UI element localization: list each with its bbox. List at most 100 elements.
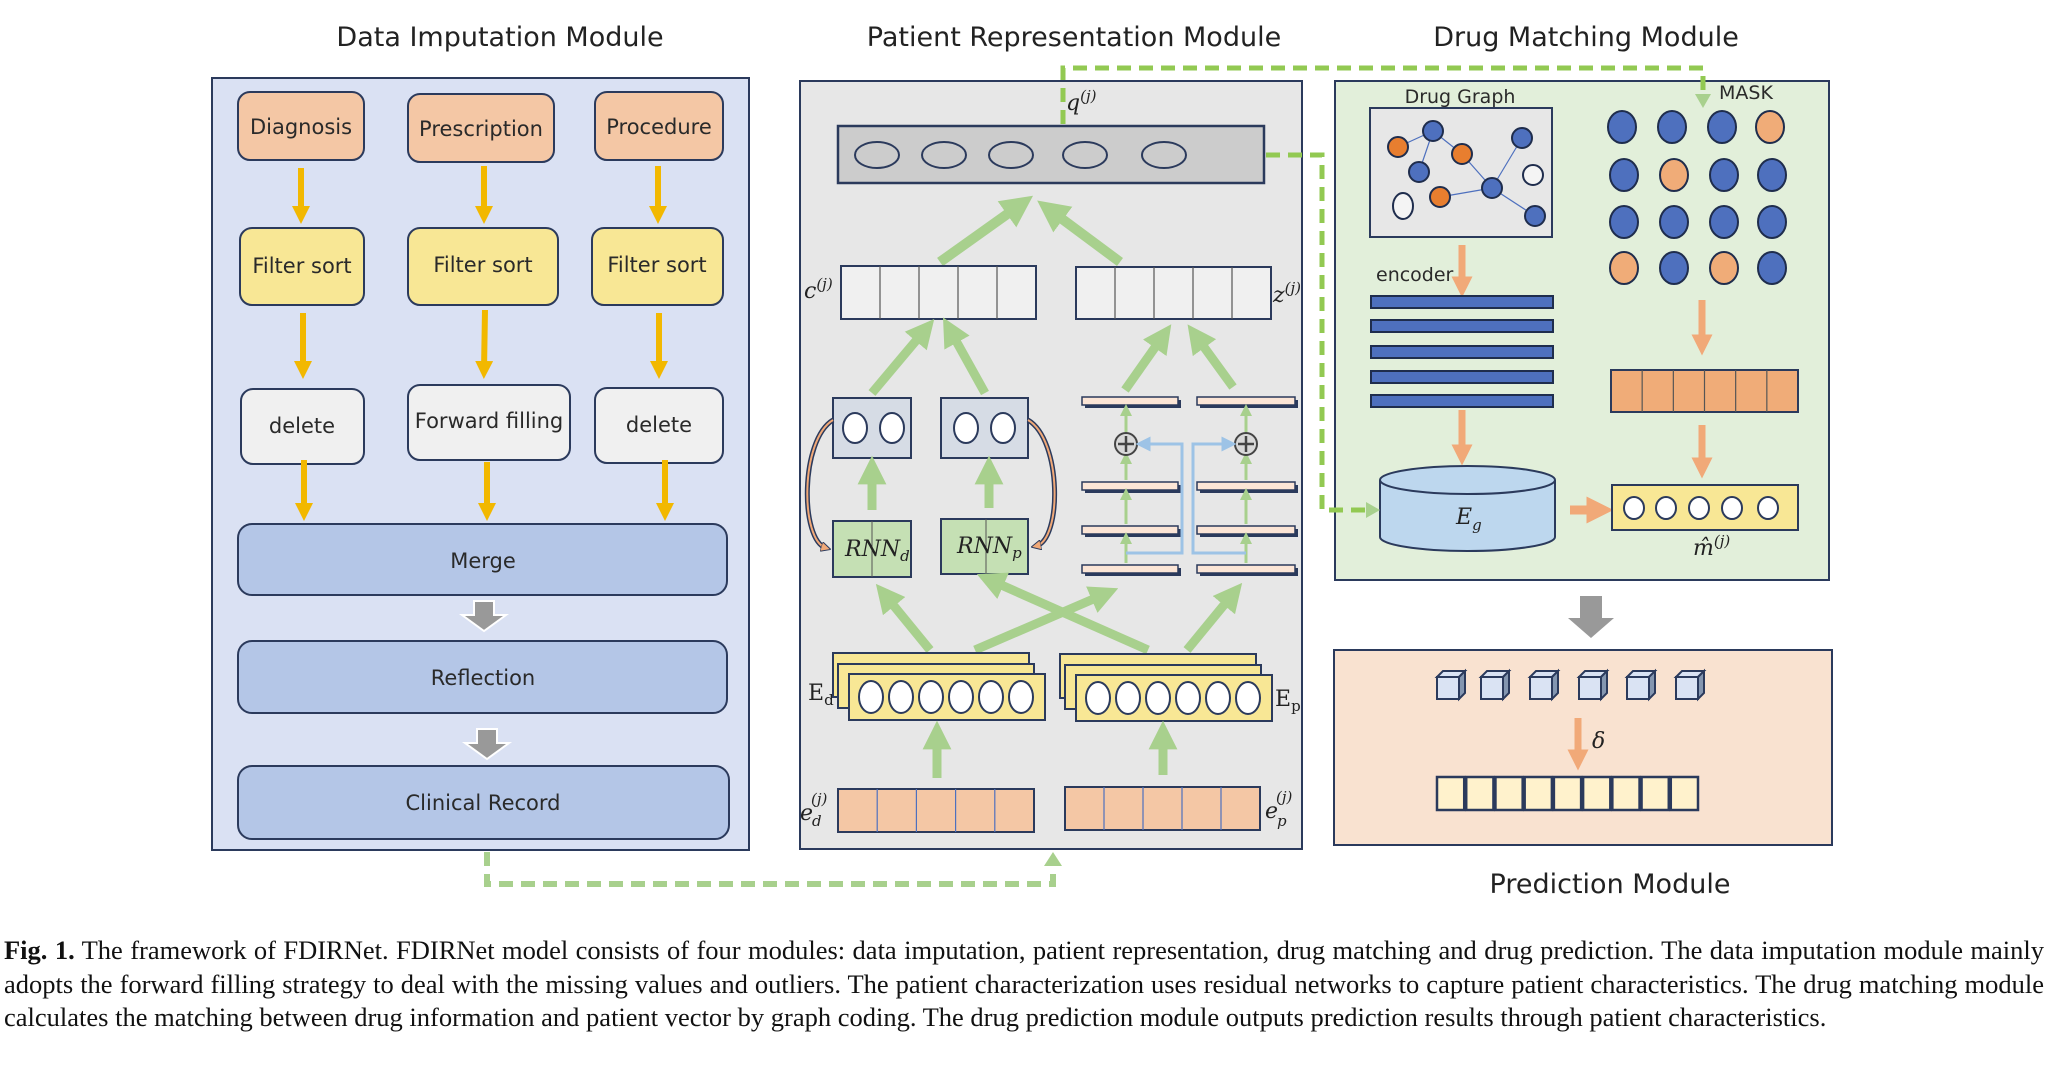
mask-node [1659, 251, 1689, 285]
treatment-label: Forward filling [415, 409, 564, 433]
embedding-node [948, 680, 974, 714]
recurrent-arrow-d-inner [806, 419, 834, 548]
m-hat-node [1655, 496, 1677, 520]
encoder-layer [1370, 394, 1554, 408]
mask-node [1707, 110, 1737, 144]
source-label: Diagnosis [250, 115, 352, 139]
encoder-layer [1370, 370, 1554, 384]
mask-node [1609, 251, 1639, 285]
graph-node [1422, 120, 1444, 142]
recurrent-arrow-p-inner [1027, 419, 1056, 546]
embedding-node [1008, 680, 1034, 714]
masked-vector [1610, 369, 1799, 413]
yellow-arrow [475, 309, 494, 379]
rnn-d-box: RNNd [832, 520, 912, 578]
delta-label: δ [1592, 729, 1605, 754]
encoder-layers [1370, 295, 1554, 408]
embedding-stack-p [1059, 653, 1273, 722]
green-arrow [973, 586, 1119, 655]
embedding-node [858, 680, 884, 714]
ep-sub: p [1277, 812, 1287, 830]
graph-node [1511, 127, 1533, 149]
patient-representation-module: q(j) c(j) z(j) [799, 80, 1303, 850]
q-node [988, 141, 1034, 169]
graph-node [1387, 136, 1409, 158]
output-cell [1494, 775, 1524, 812]
pipeline-clinical-record: Clinical Record [237, 765, 730, 840]
graph-node [1522, 164, 1544, 186]
green-arrow [1183, 582, 1243, 653]
encoder-layer [1370, 295, 1554, 309]
source-diagnosis: Diagnosis [237, 91, 365, 161]
drug-graph [1369, 107, 1553, 238]
skip-connection [1126, 436, 1184, 555]
m-hat-label: m̂(j) [1693, 532, 1730, 561]
mask-node [1755, 110, 1785, 144]
z-label: z(j) [1272, 279, 1301, 308]
cube-icon [1529, 676, 1553, 700]
source-procedure: Procedure [594, 91, 724, 161]
treatment-label: delete [269, 414, 335, 438]
rnn-p-box: RNNp [940, 518, 1029, 575]
source-label: Procedure [606, 115, 712, 139]
source-prescription: Prescription [407, 93, 555, 163]
mask-node [1757, 205, 1787, 239]
mask-grid [1607, 110, 1787, 285]
pipeline-merge: Merge [237, 523, 728, 596]
mask-node [1757, 158, 1787, 192]
m-hat-node [1623, 496, 1645, 520]
embedding-node [1235, 681, 1261, 715]
source-label: Prescription [419, 117, 543, 141]
pipeline-reflection: Reflection [237, 640, 728, 714]
residual-layer [1081, 525, 1179, 535]
mask-node [1659, 205, 1689, 239]
green-arrow [1037, 200, 1123, 267]
m-hat-node [1688, 496, 1710, 520]
drug-matching-module: Drug Graph MASK encoder Eg [1334, 80, 1830, 581]
embedding-node [1085, 681, 1111, 715]
matching-module-title: Drug Matching Module [1433, 22, 1739, 53]
filter-label: Filter sort [607, 253, 706, 277]
filter-label: Filter sort [433, 253, 532, 277]
ep-label: e(j) [1265, 788, 1293, 824]
mask-node [1709, 158, 1739, 192]
embedding-node [1175, 681, 1201, 715]
graph-node [1451, 143, 1473, 165]
drug-graph-label: Drug Graph [1405, 86, 1516, 108]
q-node [1062, 141, 1108, 169]
output-cell [1435, 775, 1466, 812]
green-arrow [868, 318, 935, 396]
gray-down-arrow-icon [1568, 596, 1614, 638]
dashed-arrowhead [1695, 94, 1711, 108]
cube-icon [1578, 676, 1602, 700]
green-arrow [875, 583, 934, 653]
Ep-label: Ep [1275, 687, 1301, 715]
q-vector [836, 124, 1266, 185]
graph-node [1429, 186, 1451, 208]
mask-node [1757, 251, 1787, 285]
embedding-node [1205, 681, 1231, 715]
filter-sort-prescription: Filter sort [407, 227, 559, 306]
residual-layer [1081, 481, 1179, 491]
output-cell [1523, 775, 1554, 812]
figure-caption: Fig. 1. The framework of FDIRNet. FDIRNe… [4, 934, 2044, 1035]
green-arrow [1121, 324, 1172, 393]
mask-label: MASK [1719, 82, 1773, 104]
dashed-connector-q-to-mask [1060, 65, 1706, 124]
c-label: c(j) [804, 275, 833, 304]
treatment-delete-diagnosis: delete [240, 388, 365, 465]
treatment-forward-filling: Forward filling [407, 384, 571, 461]
gray-down-arrow-icon [461, 728, 513, 761]
dashed-arrowhead [1366, 502, 1380, 518]
data-imputation-module: Diagnosis Prescription Procedure Filter … [211, 77, 750, 851]
m-hat-node [1757, 496, 1779, 520]
prediction-module: δ [1333, 649, 1833, 846]
encoder-layer [1370, 319, 1554, 333]
gray-down-arrow-icon [458, 600, 510, 633]
residual-layer [1196, 525, 1296, 535]
embedding-node [918, 680, 944, 714]
embedding-node [888, 680, 914, 714]
ep-input-vector [1064, 786, 1261, 831]
output-cell [1669, 775, 1700, 812]
graph-node [1524, 205, 1546, 227]
